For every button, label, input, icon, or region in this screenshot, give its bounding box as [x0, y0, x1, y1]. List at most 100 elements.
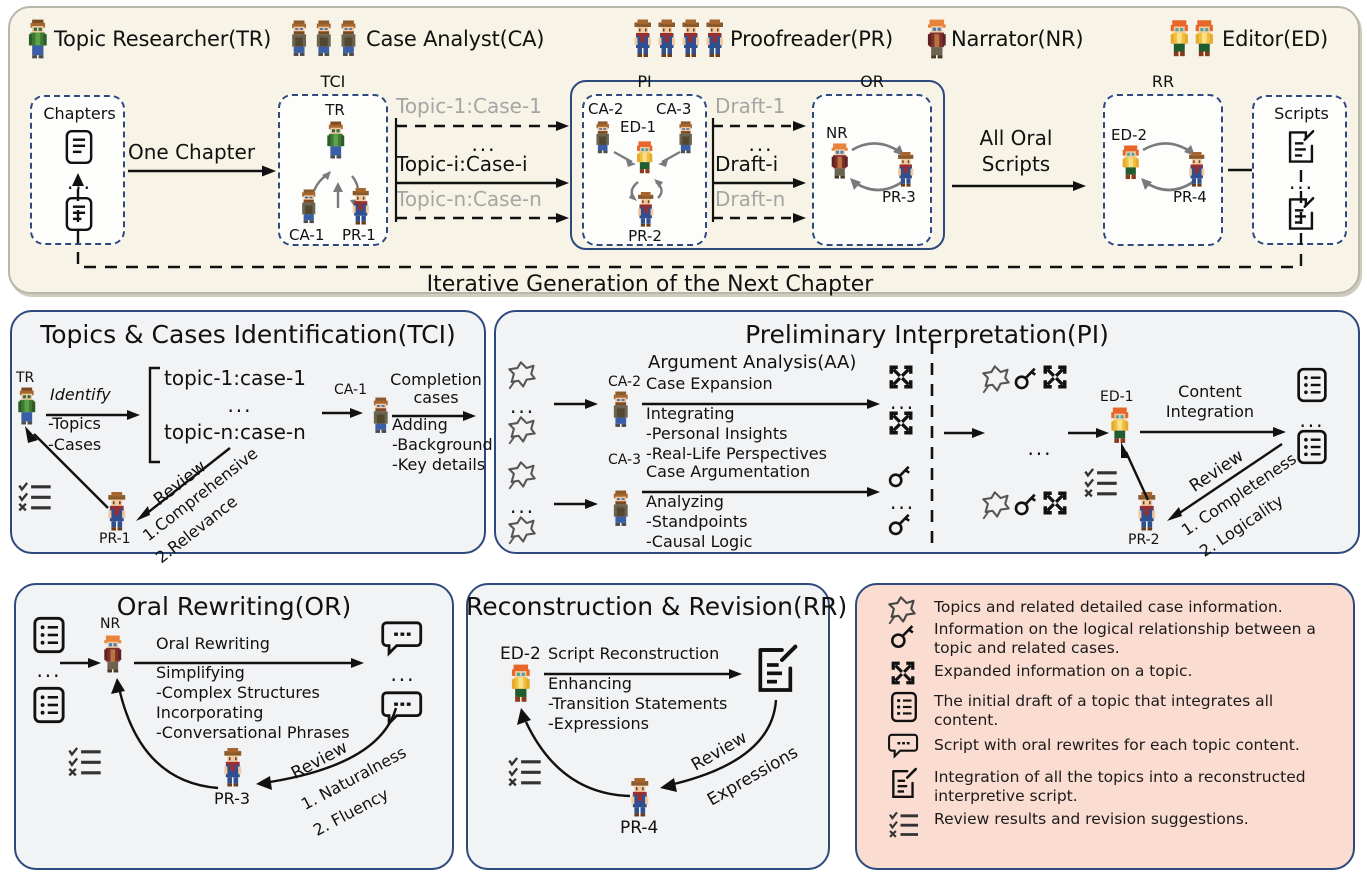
draft-rail — [711, 118, 715, 222]
pi-aa-title: Argument Analysis(AA) — [648, 352, 857, 373]
pi-case-expansion: Case Expansion — [646, 374, 773, 393]
role-label-tr: Topic Researcher(TR) — [54, 27, 272, 51]
role-label-ca: Case Analyst(CA) — [366, 27, 545, 51]
or-incorporating-sub: -Conversational Phrases — [156, 723, 350, 742]
scripts-box: Scripts ... — [1252, 95, 1347, 245]
star-topic-icon — [982, 365, 1010, 394]
pi-analyzing-sub2: -Causal Logic — [646, 532, 753, 551]
stage-box-rr: ED-2 PR-4 — [1103, 94, 1223, 246]
agent-label-tr: TR — [325, 101, 345, 119]
tci-completion-line1: Completion — [390, 370, 482, 389]
pi-case-argumentation: Case Argumentation — [646, 462, 811, 481]
arrow-pi-content-integration — [1140, 427, 1286, 437]
speech-bubble-icon — [381, 621, 423, 657]
rr-enhancing: Enhancing — [548, 674, 632, 693]
pi-mid-ellipsis-2: ... — [890, 490, 916, 514]
role-label-ed: Editor(ED) — [1222, 27, 1328, 51]
feedback-loop-arrow — [72, 170, 1303, 269]
arrow-tci-identify — [46, 410, 140, 420]
legend-text-5: Script with oral rewrites for each topic… — [934, 736, 1300, 754]
arrow-pi-in-ca3 — [554, 499, 598, 509]
document-list-icon — [33, 686, 65, 724]
draft-ellipsis: ... — [748, 132, 774, 156]
arrow-or-rewriting — [134, 658, 364, 668]
expand-icon — [889, 365, 913, 389]
checklist-icon — [18, 482, 51, 512]
pi-content-integration-line1: Content — [1178, 382, 1242, 401]
topic-case-label-1: Topic-1:Case-1 — [396, 94, 542, 118]
document-list-icon — [33, 616, 65, 654]
or-incorporating: Incorporating — [156, 703, 264, 722]
agent-label-pr4: PR-4 — [1173, 188, 1207, 206]
checklist-icon — [68, 747, 101, 777]
sprite-nr — [831, 143, 848, 179]
or-panel-title: Oral Rewriting(OR) — [116, 592, 352, 621]
pi-input-ellipsis-1: ... — [510, 394, 536, 418]
topic-case-rail — [394, 118, 398, 222]
sprite-rr-ed2 — [511, 664, 530, 702]
tci-panel — [10, 310, 486, 554]
arrow-all-oral-scripts — [952, 181, 1086, 191]
arrow-or-review — [256, 707, 398, 790]
sprite-pr2 — [638, 192, 654, 227]
sprite-rr-pr4 — [631, 778, 649, 817]
all-oral-scripts-line2: Scripts — [981, 152, 1051, 176]
agent-label-pr2: PR-2 — [628, 227, 662, 245]
pi-agent-ed1-label: ED-1 — [1100, 389, 1134, 405]
stage-box-tci: TR — [278, 94, 388, 246]
expand-icon — [1043, 491, 1067, 515]
script-edit-icon — [1288, 197, 1315, 230]
tci-bracket — [148, 366, 160, 464]
agent-label-ed1: ED-1 — [620, 118, 656, 136]
pi-panel-title: Preliminary Interpretation(PI) — [745, 320, 1109, 349]
sprite-case-analyst — [292, 20, 356, 56]
agent-label-ca2: CA-2 — [588, 100, 624, 118]
arrow-pi-case-expansion — [642, 399, 880, 409]
role-entry-pr: Proofreader(PR) — [630, 18, 893, 60]
star-topic-icon — [508, 461, 536, 490]
sprite-tci-tr — [18, 387, 36, 425]
sprite-pr1 — [352, 188, 369, 225]
arrow-tci-completion — [392, 411, 476, 421]
sprite-ed1 — [637, 141, 653, 174]
arrow-rr-review — [660, 699, 778, 792]
tci-bracket-line3: topic-n:case-n — [164, 420, 306, 444]
stage-box-pi: CA-2 CA-3 ED-1 — [582, 94, 707, 246]
arrow-topic-case-1 — [396, 121, 569, 131]
sprite-or-nr — [104, 635, 122, 673]
arrow-pi-review — [1167, 443, 1283, 521]
key-logic-icon — [888, 465, 910, 488]
arrow-one-chapter — [128, 165, 276, 177]
script-edit-icon — [892, 767, 918, 798]
pi-right-ellipsis: ... — [1027, 436, 1053, 460]
checklist-icon — [508, 757, 541, 787]
or-cycle-arrows — [850, 142, 904, 192]
expand-icon — [889, 411, 913, 435]
checklist-icon — [889, 811, 918, 838]
document-list-icon — [1297, 429, 1327, 465]
sprite-narrator — [927, 19, 946, 59]
arrow-pi-pr2-to-ed1 — [1121, 442, 1150, 501]
role-entry-ca: Case Analyst(CA) — [286, 18, 544, 60]
arrow-pi-case-argumentation — [642, 487, 880, 497]
agent-label-nr: NR — [826, 124, 848, 142]
sprite-tci-ca1 — [373, 397, 388, 433]
sprite-ca3 — [679, 121, 692, 154]
or-in-ellipsis: ... — [36, 658, 62, 682]
legend-text-3: Expanded information on a topic. — [934, 662, 1193, 680]
tci-identify-sub1: -Topics — [48, 414, 101, 433]
pi-agent-ca3-label: CA-3 — [608, 452, 642, 468]
legend-text-4: The initial draft of a topic that integr… — [934, 692, 1274, 729]
tci-adding: Adding — [392, 415, 448, 434]
key-logic-icon — [890, 625, 914, 649]
pi-integrating-sub2: -Real-Life Perspectives — [646, 444, 827, 463]
arrow-topic-case-n — [396, 213, 569, 223]
sprite-pr4 — [1189, 152, 1205, 187]
key-logic-icon — [1014, 493, 1037, 516]
legend-panel — [855, 583, 1355, 870]
sprite-or-pr3 — [224, 748, 242, 787]
sprite-tci-pr1 — [108, 492, 126, 531]
rr-agent-ed2-label: ED-2 — [500, 644, 541, 664]
arrow-draft-i — [713, 178, 806, 188]
sprite-ca2 — [596, 121, 609, 154]
